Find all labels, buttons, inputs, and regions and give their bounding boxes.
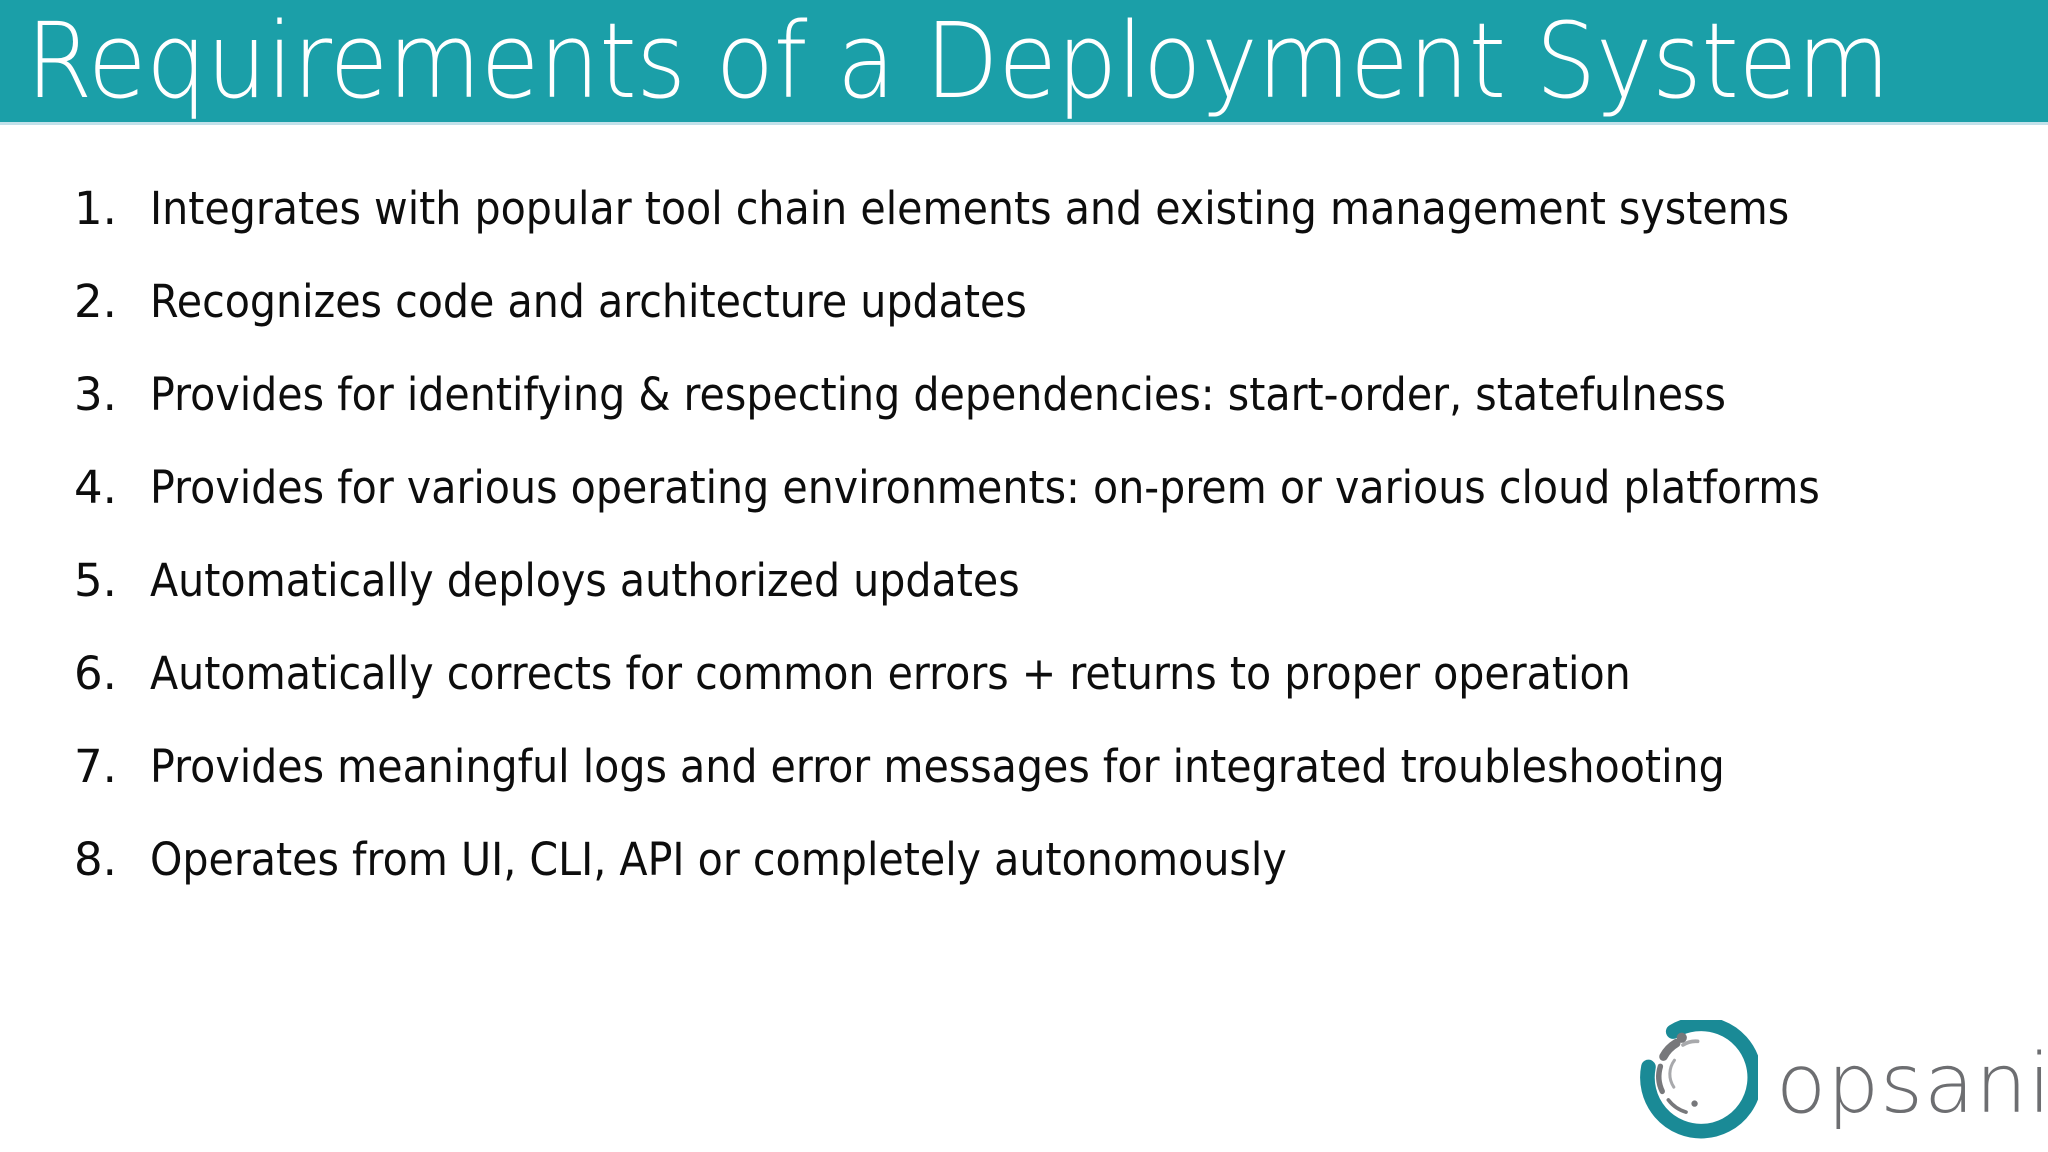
list-item-number: 6. bbox=[74, 647, 117, 700]
list-item-label: Provides for identifying & respecting de… bbox=[150, 368, 1726, 421]
list-item-number: 8. bbox=[74, 833, 117, 886]
list-item-number: 4. bbox=[74, 461, 117, 514]
list-item: 3. Provides for identifying & respecting… bbox=[60, 348, 2020, 441]
list-item: 4. Provides for various operating enviro… bbox=[60, 441, 2020, 534]
list-item-label: Operates from UI, CLI, API or completely… bbox=[150, 833, 1287, 886]
list-item: 6. Automatically corrects for common err… bbox=[60, 627, 2020, 720]
slide-header: Requirements of a Deployment System bbox=[0, 0, 2048, 125]
list-item-number: 1. bbox=[74, 182, 117, 235]
opsani-ring-icon bbox=[1640, 1020, 1758, 1139]
brand-logo: opsani bbox=[1636, 1018, 2048, 1144]
slide-body: 1. Integrates with popular tool chain el… bbox=[0, 122, 2048, 1152]
requirements-list: 1. Integrates with popular tool chain el… bbox=[60, 162, 2020, 906]
list-item: 7. Provides meaningful logs and error me… bbox=[60, 720, 2020, 813]
list-item-label: Integrates with popular tool chain eleme… bbox=[150, 182, 1790, 235]
logo-wordmark: opsani bbox=[1776, 1037, 2048, 1132]
list-item-number: 7. bbox=[74, 740, 117, 793]
list-item: 8. Operates from UI, CLI, API or complet… bbox=[60, 813, 2020, 906]
list-item-number: 5. bbox=[74, 554, 117, 607]
list-item: 5. Automatically deploys authorized upda… bbox=[60, 534, 2020, 627]
list-item-number: 2. bbox=[74, 275, 117, 328]
page-title: Requirements of a Deployment System bbox=[26, 0, 1890, 122]
list-item-label: Recognizes code and architecture updates bbox=[150, 275, 1027, 328]
list-item-label: Automatically deploys authorized updates bbox=[150, 554, 1020, 607]
list-item: 1. Integrates with popular tool chain el… bbox=[60, 162, 2020, 255]
list-item-number: 3. bbox=[74, 368, 117, 421]
list-item: 2. Recognizes code and architecture upda… bbox=[60, 255, 2020, 348]
list-item-label: Provides meaningful logs and error messa… bbox=[150, 740, 1725, 793]
list-item-label: Provides for various operating environme… bbox=[150, 461, 1820, 514]
list-item-label: Automatically corrects for common errors… bbox=[150, 647, 1631, 700]
